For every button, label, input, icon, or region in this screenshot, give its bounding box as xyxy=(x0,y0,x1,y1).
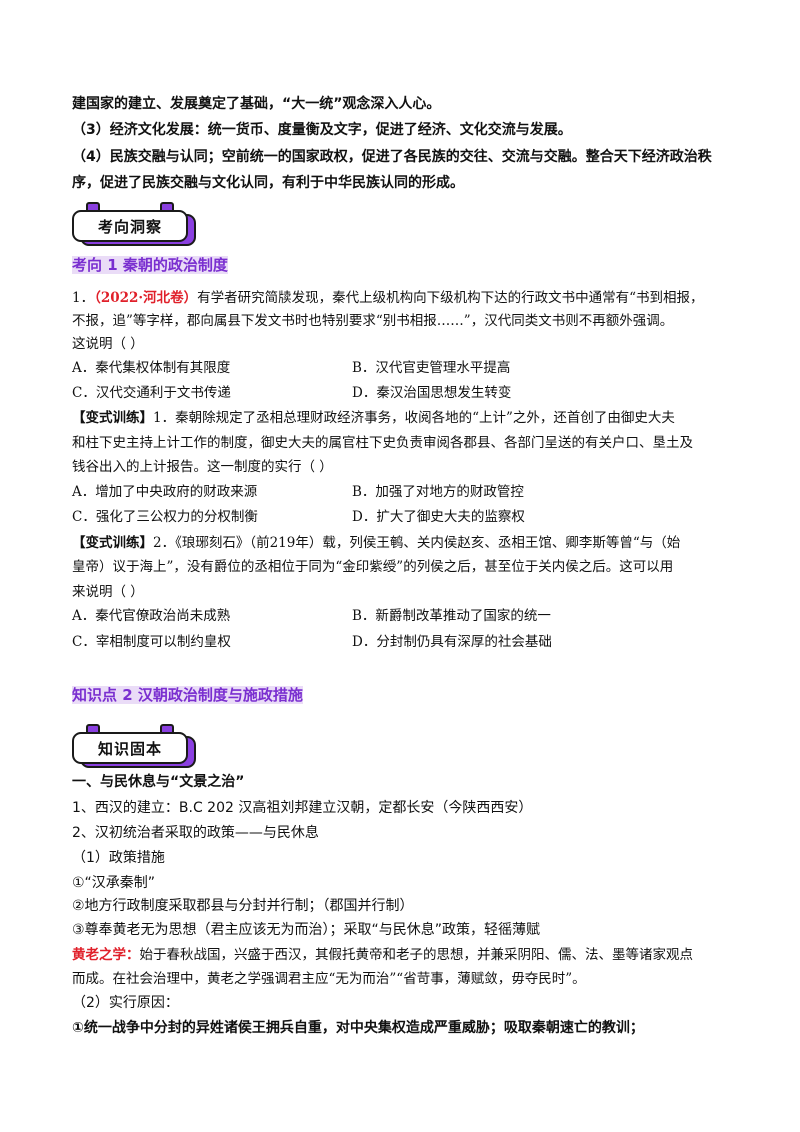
variant-2-line-1: 【变式训练】2．《琅琊刻石》（前219年）载，列侯王鹌、关内侯赵亥、丞相王馆、卿… xyxy=(72,535,681,551)
v1-option-a: A．增加了中央政府的财政来源 xyxy=(72,484,258,500)
subsection-heading: 一、与民休息与“文景之治” xyxy=(72,774,245,790)
section-heading-2: 知识点 2 汉朝政治制度与施政措施 xyxy=(72,686,303,704)
question-source: （2022·河北卷） xyxy=(94,290,198,306)
v2-option-a: A．秦代官僚政治尚未成熟 xyxy=(72,608,231,624)
intro-line-2: （3）经济文化发展：统一货币、度量衡及文字，促进了经济、文化交流与发展。 xyxy=(72,122,572,138)
intro-line-1: 建国家的建立、发展奠定了基础，“大一统”观念深入人心。 xyxy=(72,96,441,112)
intro-line-4: 序，促进了民族交融与文化认同，有利于中华民族认同的形成。 xyxy=(72,175,464,191)
s1-line-8: ①统一战争中分封的异姓诸侯王拥兵自重，对中央集权造成严重威胁；吸取秦朝速亡的教训… xyxy=(72,1020,644,1036)
question-1-line-3: 这说明（ ） xyxy=(72,336,144,352)
q1-option-a: A．秦代集权体制有其限度 xyxy=(72,360,231,376)
huanglao-note-line-1: 黄老之学：始于春秋战国，兴盛于西汉，其假托黄帝和老子的思想，并兼采阴阳、儒、法、… xyxy=(72,947,693,963)
variant-1-line-2: 和柱下史主持上计工作的制度，御史大夫的属官柱下史负责审阅各郡县、各部门呈送的有关… xyxy=(72,435,693,451)
s1-line-1: 1、西汉的建立：B.C 202 汉高祖刘邦建立汉朝，定都长安（今陕西西安） xyxy=(72,800,533,816)
s1-line-2: 2、汉初统治者采取的政策——与民休息 xyxy=(72,825,319,841)
q1-option-d: D．秦汉治国思想发生转变 xyxy=(352,385,512,401)
variant-2-line-3: 来说明（ ） xyxy=(72,584,144,600)
question-1-line-1: 1．（2022·河北卷）有学者研究简牍发现，秦代上级机构向下级机构下达的行政文书… xyxy=(72,290,704,306)
q1-option-b: B．汉代官吏管理水平提高 xyxy=(352,360,511,376)
s1-line-5: ②地方行政制度采取郡县与分封并行制；（郡国并行制） xyxy=(72,898,414,914)
variant-2-line-2: 皇帝）议于海上”，没有爵位的丞相位于同为“金印紫绶”的列侯之后，甚至位于关内侯之… xyxy=(72,559,674,575)
s1-line-3: （1）政策措施 xyxy=(72,850,165,866)
huanglao-note-line-2: 而成。在社会治理中，黄老之学强调君主应“无为而治”“省苛事，薄赋敛，毋夺民时”。 xyxy=(72,971,586,987)
v2-option-b: B．新爵制改革推动了国家的统一 xyxy=(352,608,551,624)
variant-1-line-3: 钱谷出入的上计报告。这一制度的实行（ ） xyxy=(72,459,333,475)
v1-option-b: B．加强了对地方的财政管控 xyxy=(352,484,524,500)
v2-option-c: C．宰相制度可以制约皇权 xyxy=(72,634,231,650)
badge-zhishi-label: 知识固本 xyxy=(72,732,188,764)
v2-option-d: D．分封制仍具有深厚的社会基础 xyxy=(352,634,552,650)
q1-option-c: C．汉代交通利于文书传递 xyxy=(72,385,231,401)
intro-line-3: （4）民族交融与认同；空前统一的国家政权，促进了各民族的交往、交流与交融。整合天… xyxy=(72,149,712,165)
v1-option-d: D．扩大了御史大夫的监察权 xyxy=(352,509,525,525)
variant-1-line-1: 【变式训练】1．秦朝除规定了丞相总理财政经济事务，收阅各地的“上计”之外，还首创… xyxy=(72,410,675,426)
s1-line-6: ③尊奉黄老无为思想（君主应该无为而治）；采取“与民休息”政策，轻徭薄赋 xyxy=(72,922,541,938)
badge-zhishi: 知识固本 xyxy=(72,724,196,768)
badge-kaoxiang-label: 考向洞察 xyxy=(72,210,188,242)
s1-line-7: （2）实行原因： xyxy=(72,995,179,1011)
question-1-line-2: 不报，追”等字样，郡向属县下发文书时也特别要求“别书相报……”，汉代同类文书则不… xyxy=(72,313,674,329)
s1-line-4: ①“汉承秦制” xyxy=(72,875,156,891)
v1-option-c: C．强化了三公权力的分权制衡 xyxy=(72,509,258,525)
topic-heading-1: 考向 1 秦朝的政治制度 xyxy=(72,256,228,274)
badge-kaoxiang: 考向洞察 xyxy=(72,202,196,246)
